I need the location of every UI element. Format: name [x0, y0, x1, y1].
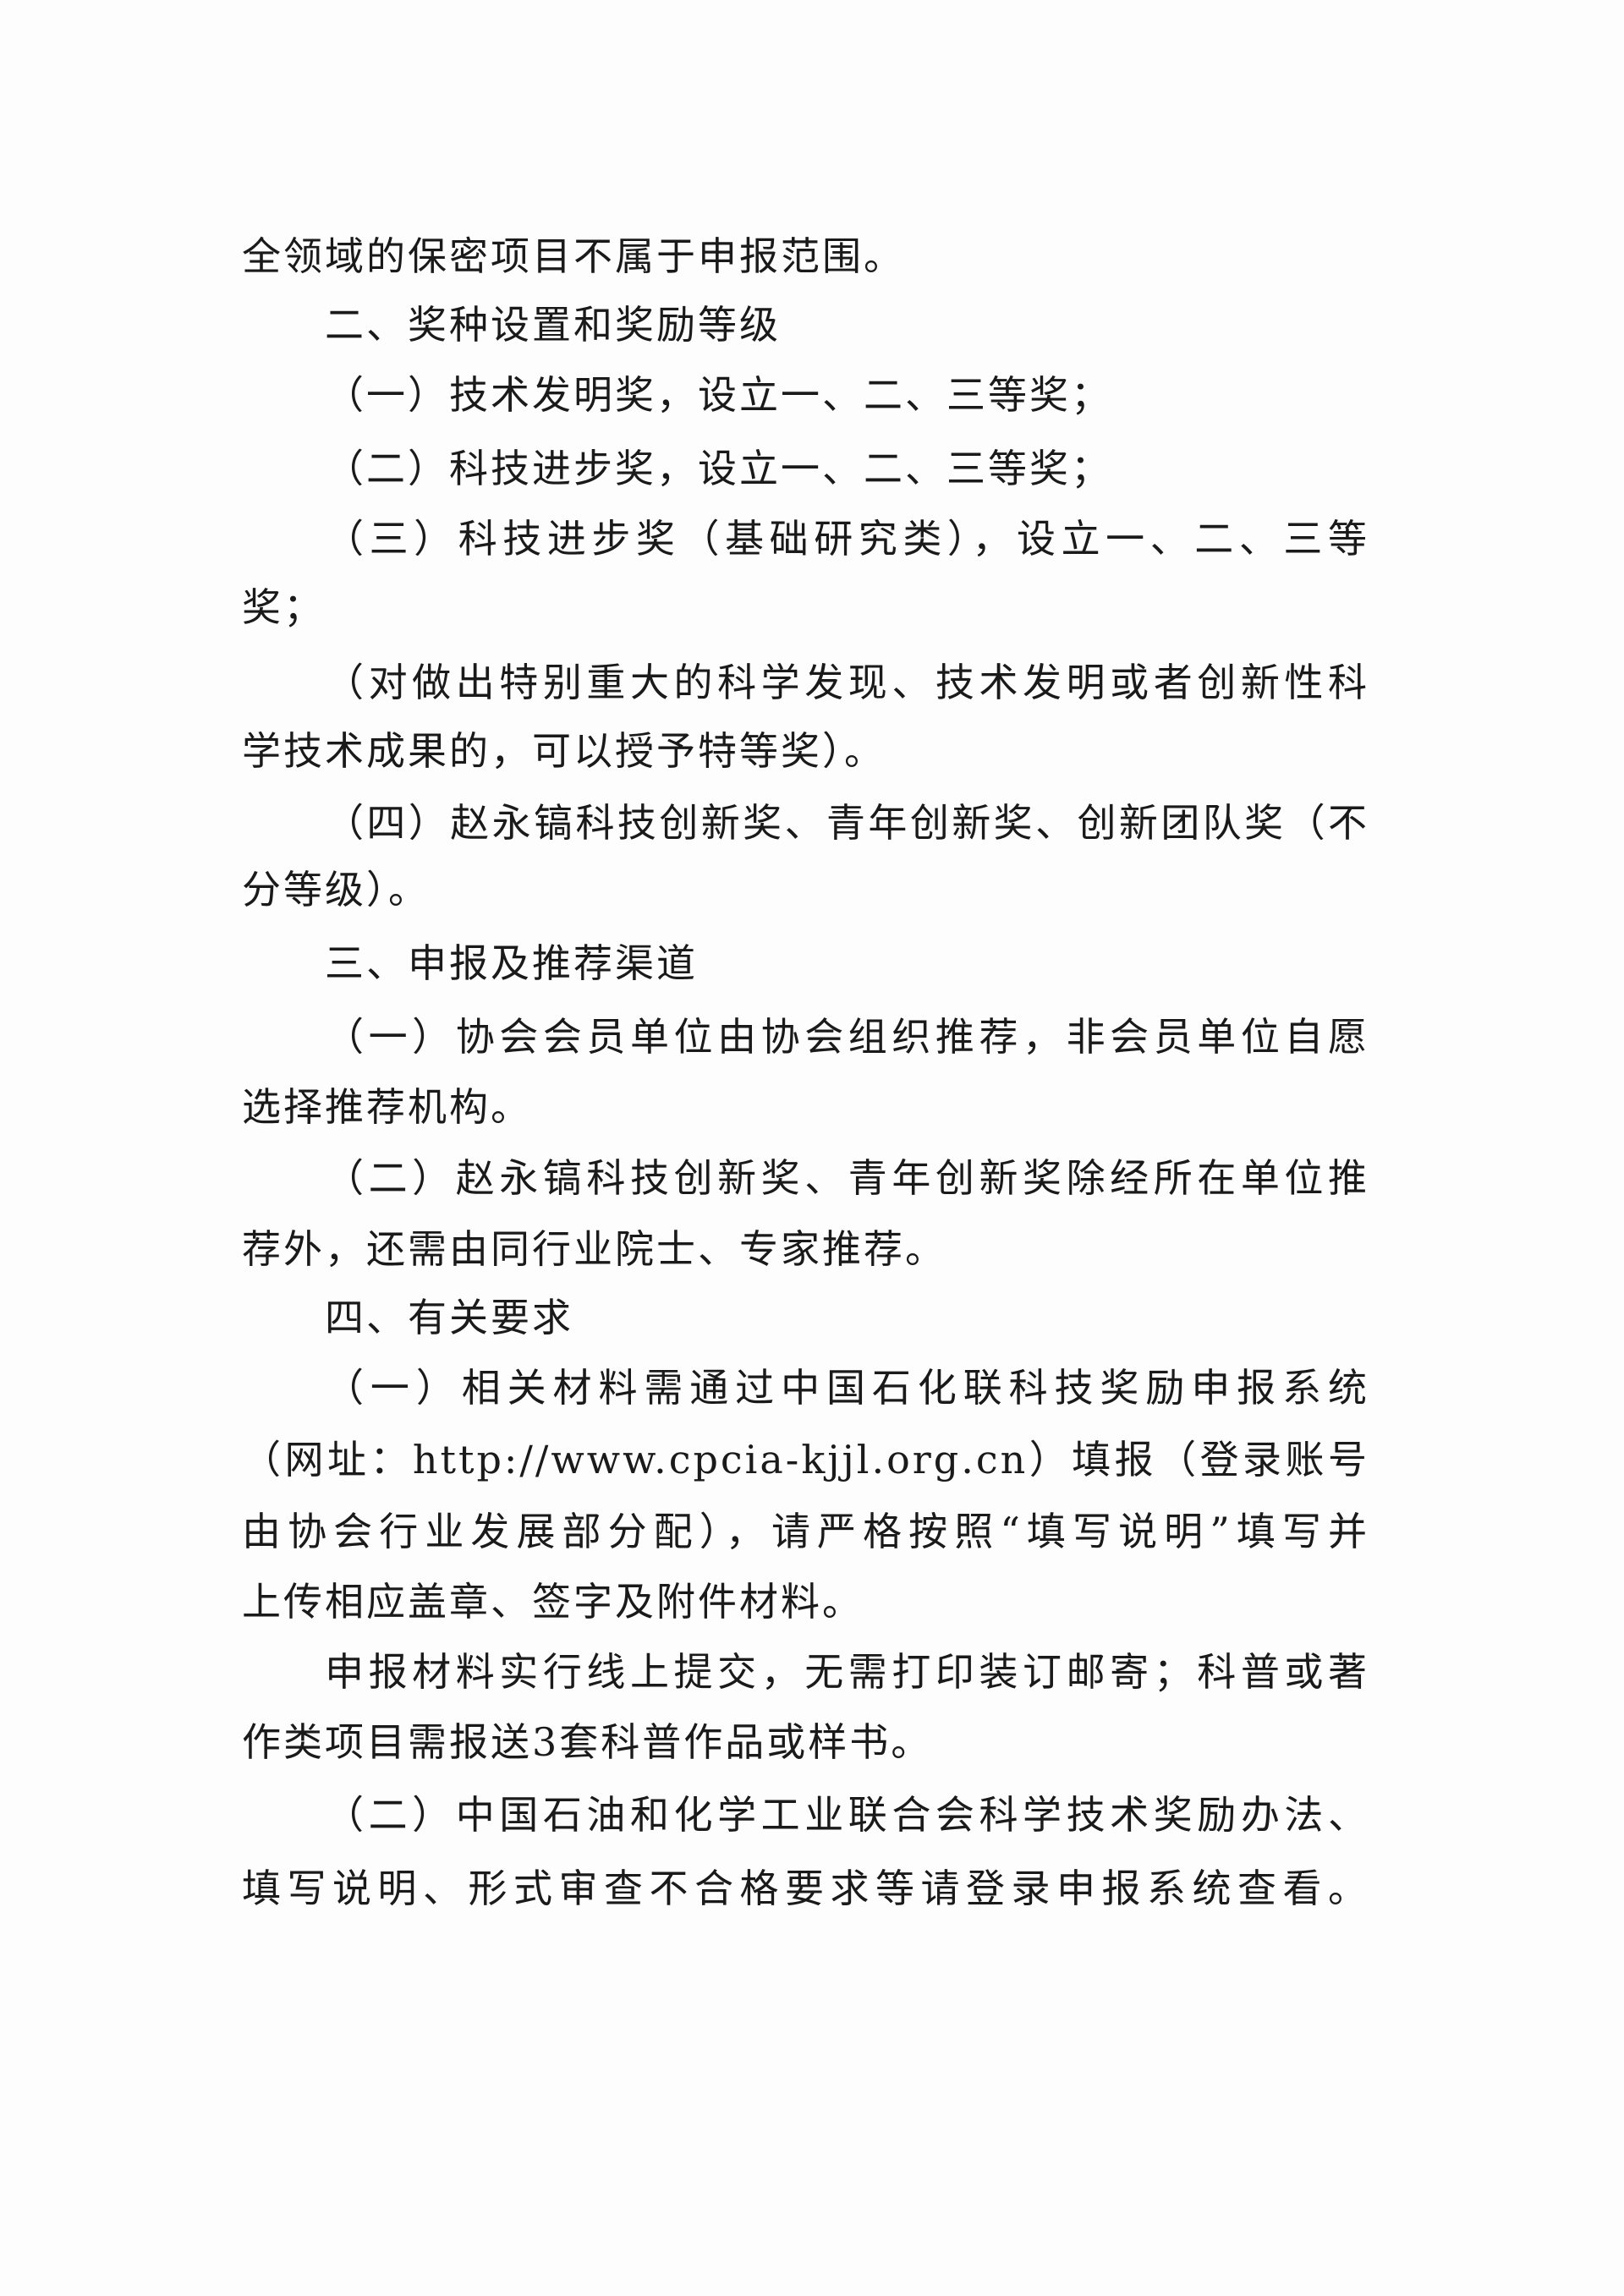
paragraph-line: 全领域的保密项目不属于申报范围。: [242, 233, 905, 279]
section-heading-awards: 二、奖种设置和奖励等级: [325, 302, 781, 348]
paragraph-line: （三）科技进步奖（基础研究类），设立一、二、三等: [325, 516, 1369, 562]
paragraph-line: 填写说明、形式审查不合格要求等请登录申报系统查看。: [242, 1866, 1369, 1911]
paragraph-line: （四）赵永镐科技创新奖、青年创新奖、创新团队奖（不: [325, 800, 1369, 846]
paragraph-line: 上传相应盖章、签字及附件材料。: [242, 1579, 864, 1625]
paragraph-line: （二）赵永镐科技创新奖、青年创新奖除经所在单位推: [325, 1155, 1369, 1201]
paragraph-line-url: （网址：http://www.cpcia-kjjl.org.cn）填报（登录账号: [242, 1437, 1369, 1482]
paragraph-line: 学技术成果的，可以授予特等奖）。: [242, 728, 886, 774]
section-heading-channels: 三、申报及推荐渠道: [325, 940, 698, 986]
paragraph-line: （一）协会会员单位由协会组织推荐，非会员单位自愿: [325, 1014, 1369, 1060]
paragraph-line: 申报材料实行线上提交，无需打印装订邮寄；科普或著: [325, 1649, 1369, 1695]
paragraph-line: （一）相关材料需通过中国石化联科技奖励申报系统: [325, 1365, 1369, 1411]
paragraph-line: 由协会行业发展部分配），请严格按照“填写说明”填写并: [242, 1509, 1369, 1554]
paragraph-line: （一）技术发明奖，设立一、二、三等奖；: [325, 372, 1112, 418]
paragraph-line: 分等级）。: [242, 867, 430, 912]
paragraph-line: 奖；: [242, 584, 325, 630]
paragraph-line: （二）中国石油和化学工业联合会科学技术奖励办法、: [325, 1792, 1369, 1838]
paragraph-line: 选择推荐机构。: [242, 1084, 532, 1130]
paragraph-line: （对做出特别重大的科学发现、技术发明或者创新性科: [325, 660, 1369, 705]
paragraph-line: 作类项目需报送3套科普作品或样书。: [242, 1719, 933, 1765]
section-heading-requirements: 四、有关要求: [325, 1295, 573, 1340]
paragraph-line: （二）科技进步奖，设立一、二、三等奖；: [325, 446, 1112, 491]
paragraph-line: 荐外，还需由同行业院士、专家推荐。: [242, 1226, 946, 1272]
